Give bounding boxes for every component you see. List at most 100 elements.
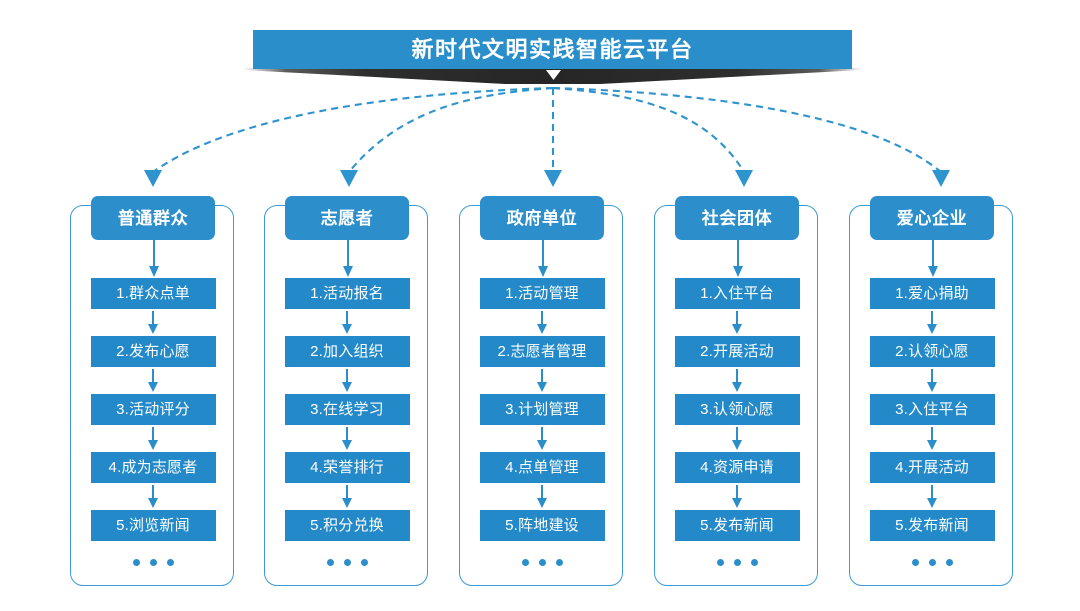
header-to-step-arrow-3 <box>732 240 743 278</box>
step-label: 2.加入组织 <box>310 343 384 360</box>
column-header-2[interactable]: 政府单位 <box>480 196 604 240</box>
step-item[interactable]: 3.活动评分 <box>90 394 216 425</box>
step-arrow-icon <box>340 367 354 394</box>
step-item[interactable]: 3.认领心愿 <box>674 394 800 425</box>
step-label: 1.爱心捐助 <box>895 285 969 302</box>
step-label: 3.活动评分 <box>116 401 190 418</box>
step-item[interactable]: 5.阵地建设 <box>479 510 605 541</box>
ellipsis-dot <box>928 558 936 566</box>
step-label: 5.浏览新闻 <box>116 517 190 534</box>
step-item[interactable]: 5.浏览新闻 <box>90 510 216 541</box>
ellipsis-dot <box>555 558 563 566</box>
step-label: 5.积分兑换 <box>310 517 384 534</box>
step-arrow-icon <box>340 483 354 510</box>
step-arrow-icon <box>146 309 160 336</box>
step-arrow-icon <box>925 483 939 510</box>
step-label: 3.认领心愿 <box>700 401 774 418</box>
step-arrow-icon <box>535 483 549 510</box>
step-label: 2.认领心愿 <box>895 343 969 360</box>
step-list-2: 1.活动管理 2.志愿者管理 3.计划管理 4.点单管理 5.阵地建设 <box>459 278 625 567</box>
step-item[interactable]: 3.在线学习 <box>284 394 410 425</box>
step-label: 2.发布心愿 <box>116 343 190 360</box>
ellipsis-dot <box>166 558 174 566</box>
step-item[interactable]: 1.活动报名 <box>284 278 410 309</box>
step-arrow-icon <box>535 425 549 452</box>
connector-arrowheads <box>144 170 950 187</box>
step-label: 1.活动管理 <box>505 285 579 302</box>
ellipsis-dot <box>326 558 334 566</box>
more-items-ellipsis <box>518 557 566 567</box>
step-arrow-icon <box>535 309 549 336</box>
step-item[interactable]: 1.活动管理 <box>479 278 605 309</box>
step-item[interactable]: 5.发布新闻 <box>869 510 995 541</box>
step-item[interactable]: 5.发布新闻 <box>674 510 800 541</box>
step-item[interactable]: 2.加入组织 <box>284 336 410 367</box>
ellipsis-dot <box>733 558 741 566</box>
ellipsis-dot <box>360 558 368 566</box>
step-arrow-icon <box>340 309 354 336</box>
step-arrow-icon <box>925 425 939 452</box>
step-arrow-icon <box>146 483 160 510</box>
step-label: 5.发布新闻 <box>700 517 774 534</box>
column-header-3[interactable]: 社会团体 <box>675 196 799 240</box>
column-header-label-2: 政府单位 <box>506 208 578 228</box>
step-item[interactable]: 4.开展活动 <box>869 452 995 483</box>
step-item[interactable]: 1.入住平台 <box>674 278 800 309</box>
step-label: 2.志愿者管理 <box>497 343 587 360</box>
more-items-ellipsis <box>323 557 371 567</box>
step-item[interactable]: 4.荣誉排行 <box>284 452 410 483</box>
column-header-label-4: 爱心企业 <box>896 208 968 228</box>
step-item[interactable]: 4.点单管理 <box>479 452 605 483</box>
step-label: 4.资源申请 <box>700 459 774 476</box>
step-label: 5.阵地建设 <box>505 517 579 534</box>
step-item[interactable]: 4.成为志愿者 <box>90 452 216 483</box>
step-list-3: 1.入住平台 2.开展活动 3.认领心愿 4.资源申请 5.发布新闻 <box>654 278 820 567</box>
connector-to-col-1 <box>348 86 554 173</box>
ellipsis-dot <box>149 558 157 566</box>
step-arrow-icon <box>925 367 939 394</box>
ellipsis-dot <box>911 558 919 566</box>
step-list-0: 1.群众点单 2.发布心愿 3.活动评分 4.成为志愿者 5.浏览新闻 <box>70 278 236 567</box>
step-item[interactable]: 3.入住平台 <box>869 394 995 425</box>
step-label: 1.群众点单 <box>116 285 190 302</box>
ellipsis-dot <box>945 558 953 566</box>
step-item[interactable]: 2.认领心愿 <box>869 336 995 367</box>
step-item[interactable]: 2.开展活动 <box>674 336 800 367</box>
step-label: 4.开展活动 <box>895 459 969 476</box>
step-label: 1.活动报名 <box>310 285 384 302</box>
step-arrow-icon <box>146 367 160 394</box>
ellipsis-dot <box>521 558 529 566</box>
header-to-step-arrow-1 <box>342 240 353 278</box>
step-arrow-icon <box>340 425 354 452</box>
ellipsis-dot <box>343 558 351 566</box>
more-items-ellipsis <box>908 557 956 567</box>
role-column-4: 爱心企业 1.爱心捐助 2.认领心愿 3.入住平台 4.开展活动 <box>849 196 1015 588</box>
role-column-2: 政府单位 1.活动管理 2.志愿者管理 3.计划管理 4.点单管理 <box>459 196 625 588</box>
role-columns: 普通群众 1.群众点单 2.发布心愿 3.活动评分 4.成为志愿者 <box>0 196 1080 596</box>
connector-to-col-4 <box>552 86 942 173</box>
page-title: 新时代文明实践智能云平台 <box>411 36 694 62</box>
step-list-4: 1.爱心捐助 2.认领心愿 3.入住平台 4.开展活动 5.发布新闻 <box>849 278 1015 567</box>
header-to-step-arrow-2 <box>537 240 548 278</box>
more-items-ellipsis <box>713 557 761 567</box>
ellipsis-dot <box>132 558 140 566</box>
step-label: 3.入住平台 <box>895 401 969 418</box>
step-item[interactable]: 2.志愿者管理 <box>479 336 605 367</box>
column-header-1[interactable]: 志愿者 <box>285 196 409 240</box>
step-label: 5.发布新闻 <box>895 517 969 534</box>
column-header-0[interactable]: 普通群众 <box>91 196 215 240</box>
header-to-step-arrow-4 <box>927 240 938 278</box>
step-label: 4.成为志愿者 <box>108 459 198 476</box>
platform-title-banner: 新时代文明实践智能云平台 <box>253 30 852 69</box>
ellipsis-dot <box>538 558 546 566</box>
step-item[interactable]: 4.资源申请 <box>674 452 800 483</box>
step-item[interactable]: 1.群众点单 <box>90 278 216 309</box>
step-arrow-icon <box>535 367 549 394</box>
step-item[interactable]: 2.发布心愿 <box>90 336 216 367</box>
column-header-4[interactable]: 爱心企业 <box>870 196 994 240</box>
column-header-label-3: 社会团体 <box>701 208 773 228</box>
step-label: 4.荣誉排行 <box>310 459 384 476</box>
step-item[interactable]: 3.计划管理 <box>479 394 605 425</box>
step-item[interactable]: 5.积分兑换 <box>284 510 410 541</box>
step-item[interactable]: 1.爱心捐助 <box>869 278 995 309</box>
